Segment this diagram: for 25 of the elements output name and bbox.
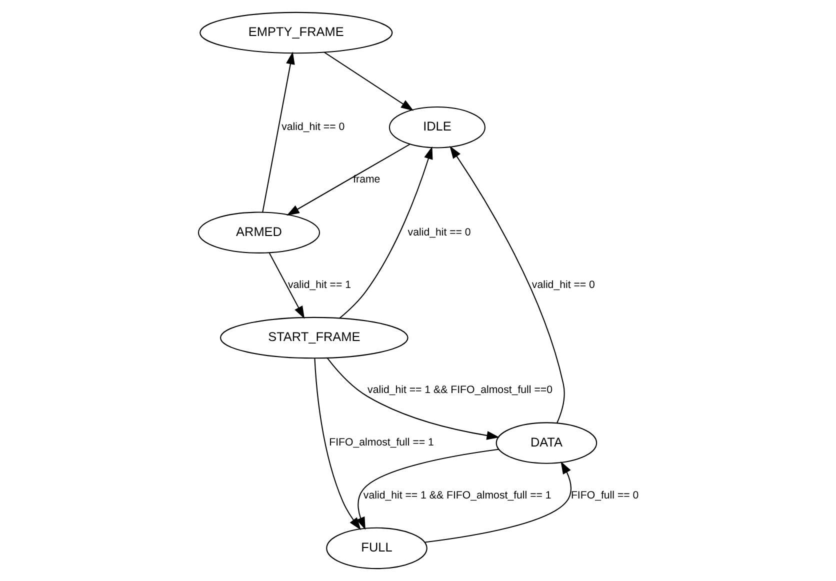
arrow bbox=[449, 146, 564, 424]
node-ellipse: IDLE bbox=[388, 106, 485, 148]
arrow bbox=[286, 144, 410, 216]
arrow bbox=[424, 461, 571, 543]
arrow bbox=[356, 448, 498, 530]
edge-label: valid_hit == 0 bbox=[281, 121, 344, 134]
node-ellipse: ARMED bbox=[197, 212, 320, 254]
edge-label: valid_hit == 1 bbox=[287, 278, 350, 291]
edge-label: FIFO_almost_full == 1 bbox=[328, 436, 434, 449]
edge-label: FIFO_full == 0 bbox=[570, 489, 638, 502]
arrow bbox=[326, 358, 500, 440]
arrow bbox=[268, 252, 304, 319]
arrow bbox=[324, 52, 414, 111]
node-ellipse: FULL bbox=[326, 527, 427, 570]
edge-label: valid_hit == 1 && FIFO_almost_full ==0 bbox=[367, 384, 552, 396]
arrow bbox=[314, 358, 361, 530]
arrow bbox=[338, 146, 432, 319]
edge-label: valid_hit == 0 bbox=[407, 226, 470, 238]
edge-label: valid_hit == 1 && FIFO_almost_full == 1 bbox=[362, 489, 551, 502]
edge-label: frame bbox=[352, 174, 380, 186]
node-ellipse: DATA bbox=[495, 422, 597, 464]
edge-label: valid_hit == 0 bbox=[531, 278, 594, 291]
node-ellipse: EMPTY_FRAME bbox=[199, 12, 392, 54]
arrow bbox=[262, 52, 294, 212]
node-ellipse: START_FRAME bbox=[220, 316, 408, 359]
